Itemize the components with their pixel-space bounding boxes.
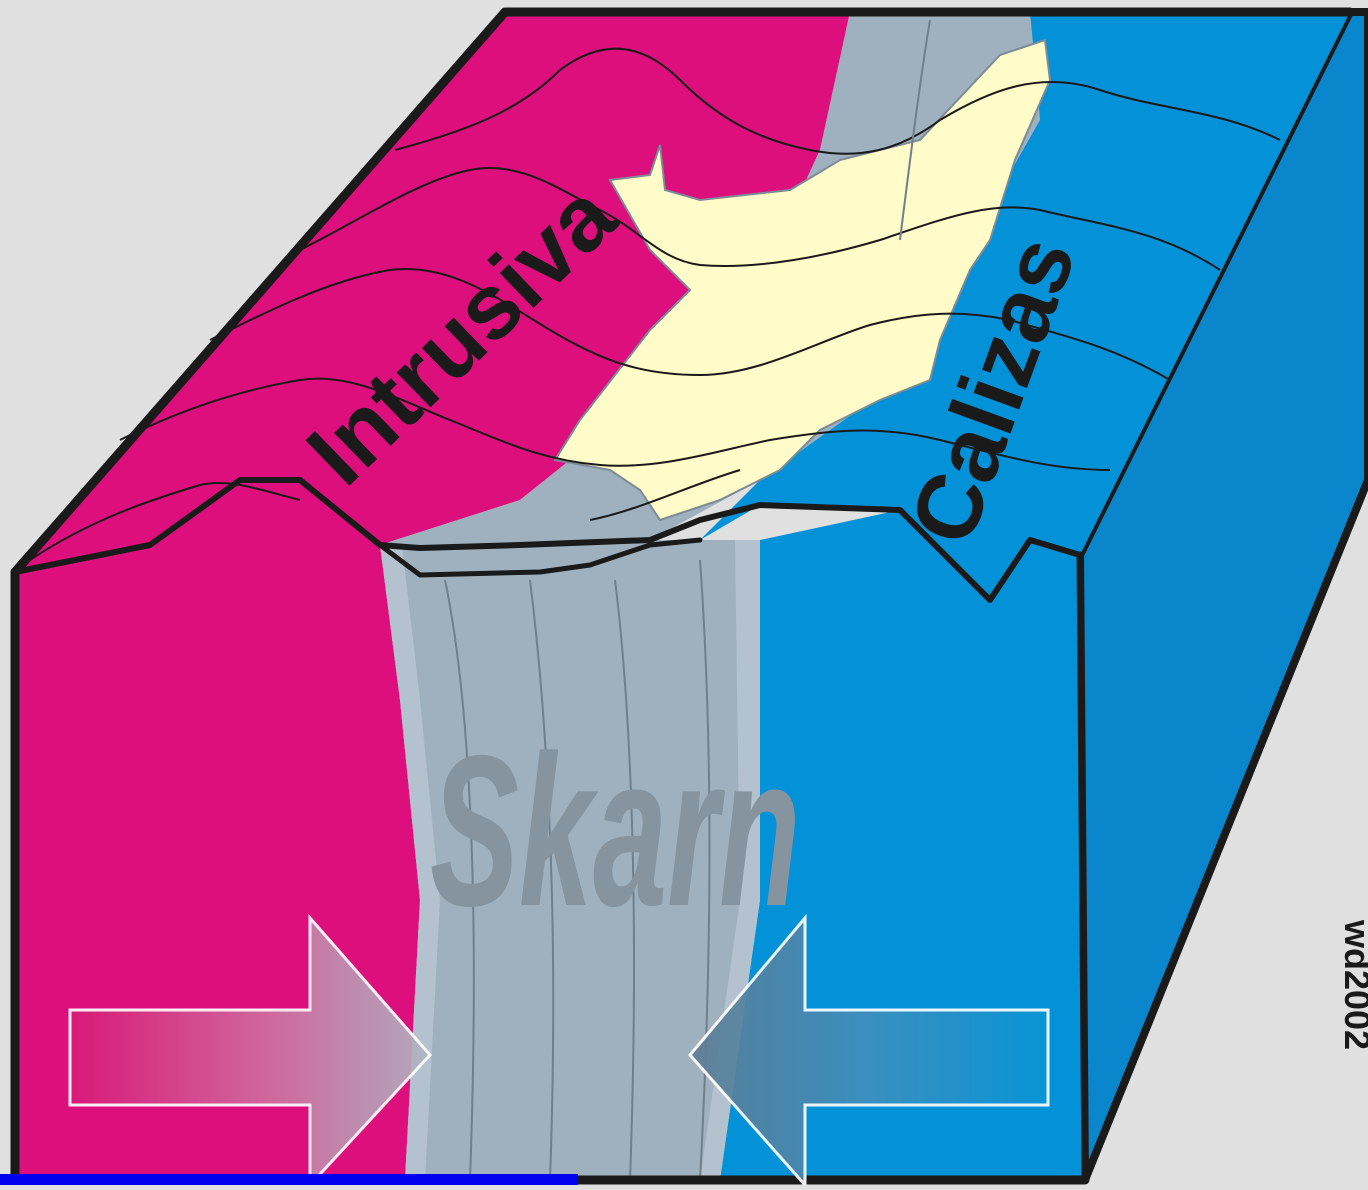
skarn-label: Skarn	[430, 710, 800, 950]
bottom-bar	[0, 1174, 578, 1185]
credit-label: wd2002	[1337, 919, 1368, 1050]
